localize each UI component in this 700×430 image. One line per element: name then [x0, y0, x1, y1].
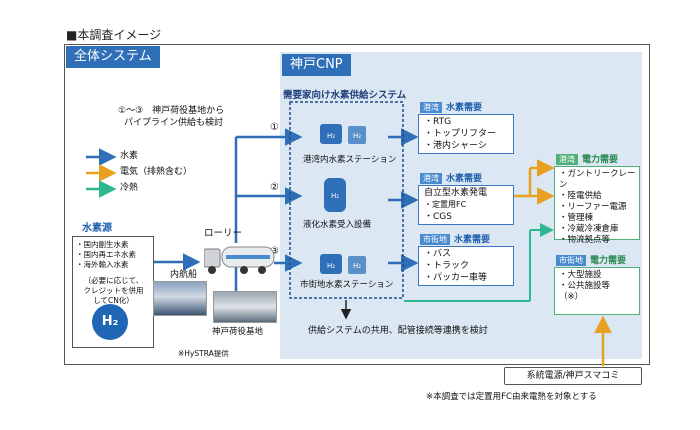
city-h2-header: 市街地水素需要 [420, 234, 490, 246]
demand-item: ・定置用FC [424, 200, 467, 209]
demand-item: ・RTG [424, 117, 452, 127]
ship-photo [153, 281, 207, 316]
demand-item: ・バス [424, 249, 452, 259]
demand-item: ・CGS [424, 212, 452, 222]
demand-item: （※） [559, 292, 584, 302]
demand-item: ・ガントリークレーン [559, 169, 636, 190]
footnote: ※本調査では定置用FC由来電熱を対象とする [426, 392, 597, 402]
demand-item: ・リーファー電源 [559, 202, 627, 212]
port-power-demand-box: ・ガントリークレーン ・陸電供給 ・リーファー電源 ・管理棟 ・冷蔵冷凍倉庫 ・… [554, 166, 640, 245]
port-station-label: 港湾内水素ステーション [303, 155, 397, 165]
city-h2-demand-box: ・バス ・トラック ・パッカー車等 [418, 246, 514, 286]
supply-system-title: 需要家向け水素供給システム [283, 90, 407, 101]
demand-item: ・トップリフター [424, 129, 497, 139]
city-station-icon: H₂ H₂ [320, 254, 366, 274]
legend-cold: 冷熱 [120, 183, 139, 193]
source-item: ・国内再エネ水素 [76, 250, 136, 259]
circled-1: ① [270, 122, 279, 133]
cnp-tag: 神戸CNP [282, 54, 351, 76]
port-power-header: 港湾電力需要 [556, 154, 618, 166]
city-station-label: 市街地水素ステーション [300, 280, 394, 290]
demand-item: ・公共施設等 [559, 281, 611, 291]
h2-badge-icon: H₂ [92, 304, 128, 340]
lorry-truck-icon [204, 246, 275, 274]
demand-item: ・陸電供給 [559, 191, 602, 201]
svg-text:H₂: H₂ [353, 132, 361, 140]
pipeline-note-1: ①～③ 神戸荷役基地から [118, 106, 225, 116]
source-note: （必要に応じて、 クレジットを併用 してCN化） [83, 276, 144, 305]
lorry-label: ローリー [204, 228, 243, 239]
port-station-icon: H₂ H₂ [320, 124, 366, 144]
demand-item: ・管理棟 [559, 213, 594, 223]
circled-2: ② [270, 182, 279, 193]
port-h2-demand-box: ・RTG ・トップリフター ・港内シャーシ [418, 114, 514, 154]
demand-item: ・物流拠点等 [559, 235, 611, 245]
svg-text:H₂: H₂ [327, 262, 335, 270]
pipeline-note-2: パイプライン供給も検討 [124, 118, 224, 128]
svg-text:H₂: H₂ [331, 192, 339, 200]
page-heading: ■本調査イメージ [66, 28, 162, 42]
photo-credit: ※HySTRA提供 [178, 349, 229, 358]
demand-item: ・パッカー車等 [424, 273, 488, 283]
city-power-header: 市街地電力需要 [556, 255, 626, 267]
source-item: ・海外輸入水素 [76, 260, 129, 269]
source-item: ・国内副生水素 [76, 240, 129, 249]
circled-3: ③ [270, 246, 279, 257]
liquefied-tank-icon: H₂ [324, 178, 346, 212]
power-gen-header: 港湾水素需要 [420, 173, 482, 185]
shared-use-note: 供給システムの共用、配管接続等連携を検討 [308, 326, 488, 336]
ship-label: 内航船 [170, 270, 198, 280]
svg-text:H₂: H₂ [353, 262, 361, 270]
demand-item: 自立型水素発電 [424, 188, 488, 198]
base-photo [213, 291, 277, 323]
svg-text:H₂: H₂ [327, 132, 335, 140]
demand-item: ・大型施設 [559, 270, 602, 280]
legend-electricity: 電気（排熱含む） [120, 167, 193, 177]
demand-item: ・トラック [424, 261, 470, 271]
port-h2-header: 港湾水素需要 [420, 102, 482, 114]
system-tag: 全体システム [66, 46, 160, 68]
base-label: 神戸荷役基地 [212, 327, 264, 337]
city-power-demand-box: ・大型施設 ・公共施設等 （※） [554, 267, 640, 315]
demand-item: ・港内シャーシ [424, 141, 487, 151]
legend-hydrogen: 水素 [120, 151, 139, 161]
hydrogen-source-title: 水素源 [82, 223, 112, 234]
power-gen-box: 自立型水素発電 ・定置用FC ・CGS [418, 185, 514, 225]
demand-item: ・冷蔵冷凍倉庫 [559, 224, 619, 234]
liquefied-label: 液化水素受入設備 [303, 220, 372, 230]
grid-power-box: 系統電源/神戸スマコミ [504, 367, 642, 385]
